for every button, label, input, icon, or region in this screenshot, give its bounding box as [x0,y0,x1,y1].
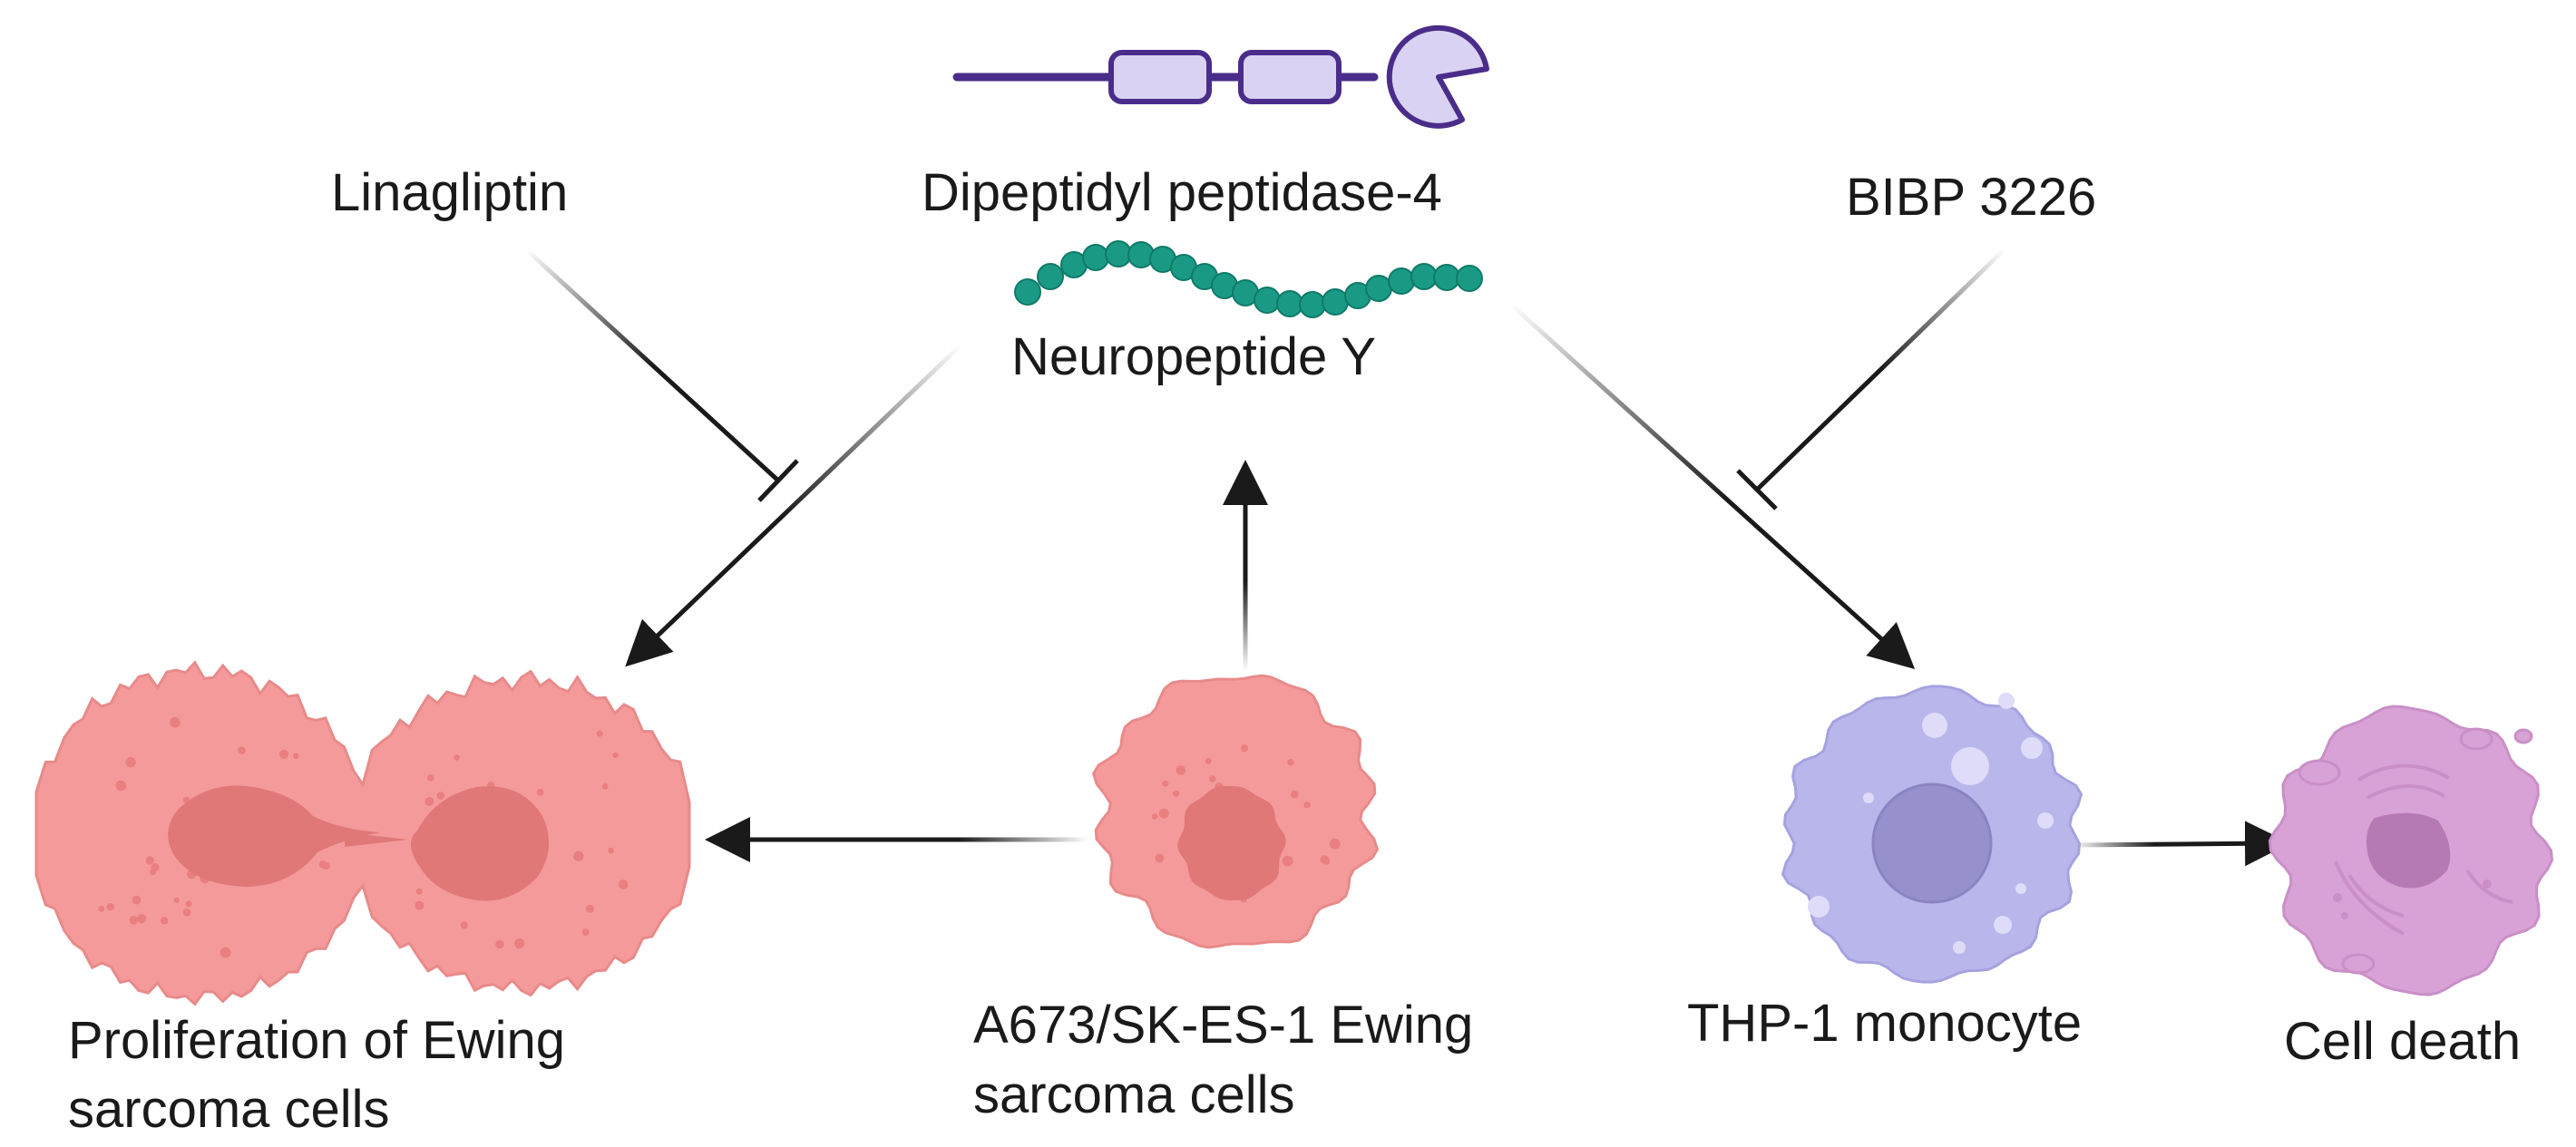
npy-bead [1299,291,1326,318]
dpp4-icon [952,24,1489,129]
thp1-monocyte-cell [1781,685,2083,984]
linagliptin-label: Linagliptin [331,163,568,222]
bibp-inhibition-line [1736,248,2006,510]
npy-bead [1433,264,1460,291]
dividing-ewing-cell [34,660,691,1006]
npy-bead [1322,288,1349,316]
monocyte-to-death-arrow [2072,821,2290,867]
npy-bead [1276,290,1303,317]
npy-bead [1410,263,1438,290]
npy-bead [1014,278,1041,306]
npy-bead [1365,275,1392,302]
npy-bead [1037,263,1064,290]
bibp-label: BIBP 3226 [1846,168,2096,227]
npy-to-proliferation-arrow [625,343,963,667]
npy-bead [1254,287,1281,314]
npy-bead [1456,265,1483,292]
dying-cell [2268,705,2554,996]
npy-bead [1082,244,1109,271]
ewing-sarcoma-cell [1091,674,1380,949]
ewing-label-line2: sarcoma cells [973,1065,1295,1124]
dpp4-to-monocyte-arrow [1508,302,1916,670]
proliferation-label-line2: sarcoma cells [68,1080,390,1139]
dpp4-label: Dipeptidyl peptidase-4 [922,163,1442,222]
ewing-label-line1: A673/SK-ES-1 Ewing [973,996,1473,1055]
thp1-label: THP-1 monocyte [1687,994,2082,1053]
npy-label: Neuropeptide Y [1011,327,1376,386]
npy-bead [1105,240,1132,267]
npy-peptide-icon [1014,240,1483,318]
cell-death-label: Cell death [2284,1012,2521,1071]
proliferation-label-line1: Proliferation of Ewing [68,1011,565,1070]
npy-bead [1388,267,1415,295]
linagliptin-inhibition-line [524,248,799,502]
